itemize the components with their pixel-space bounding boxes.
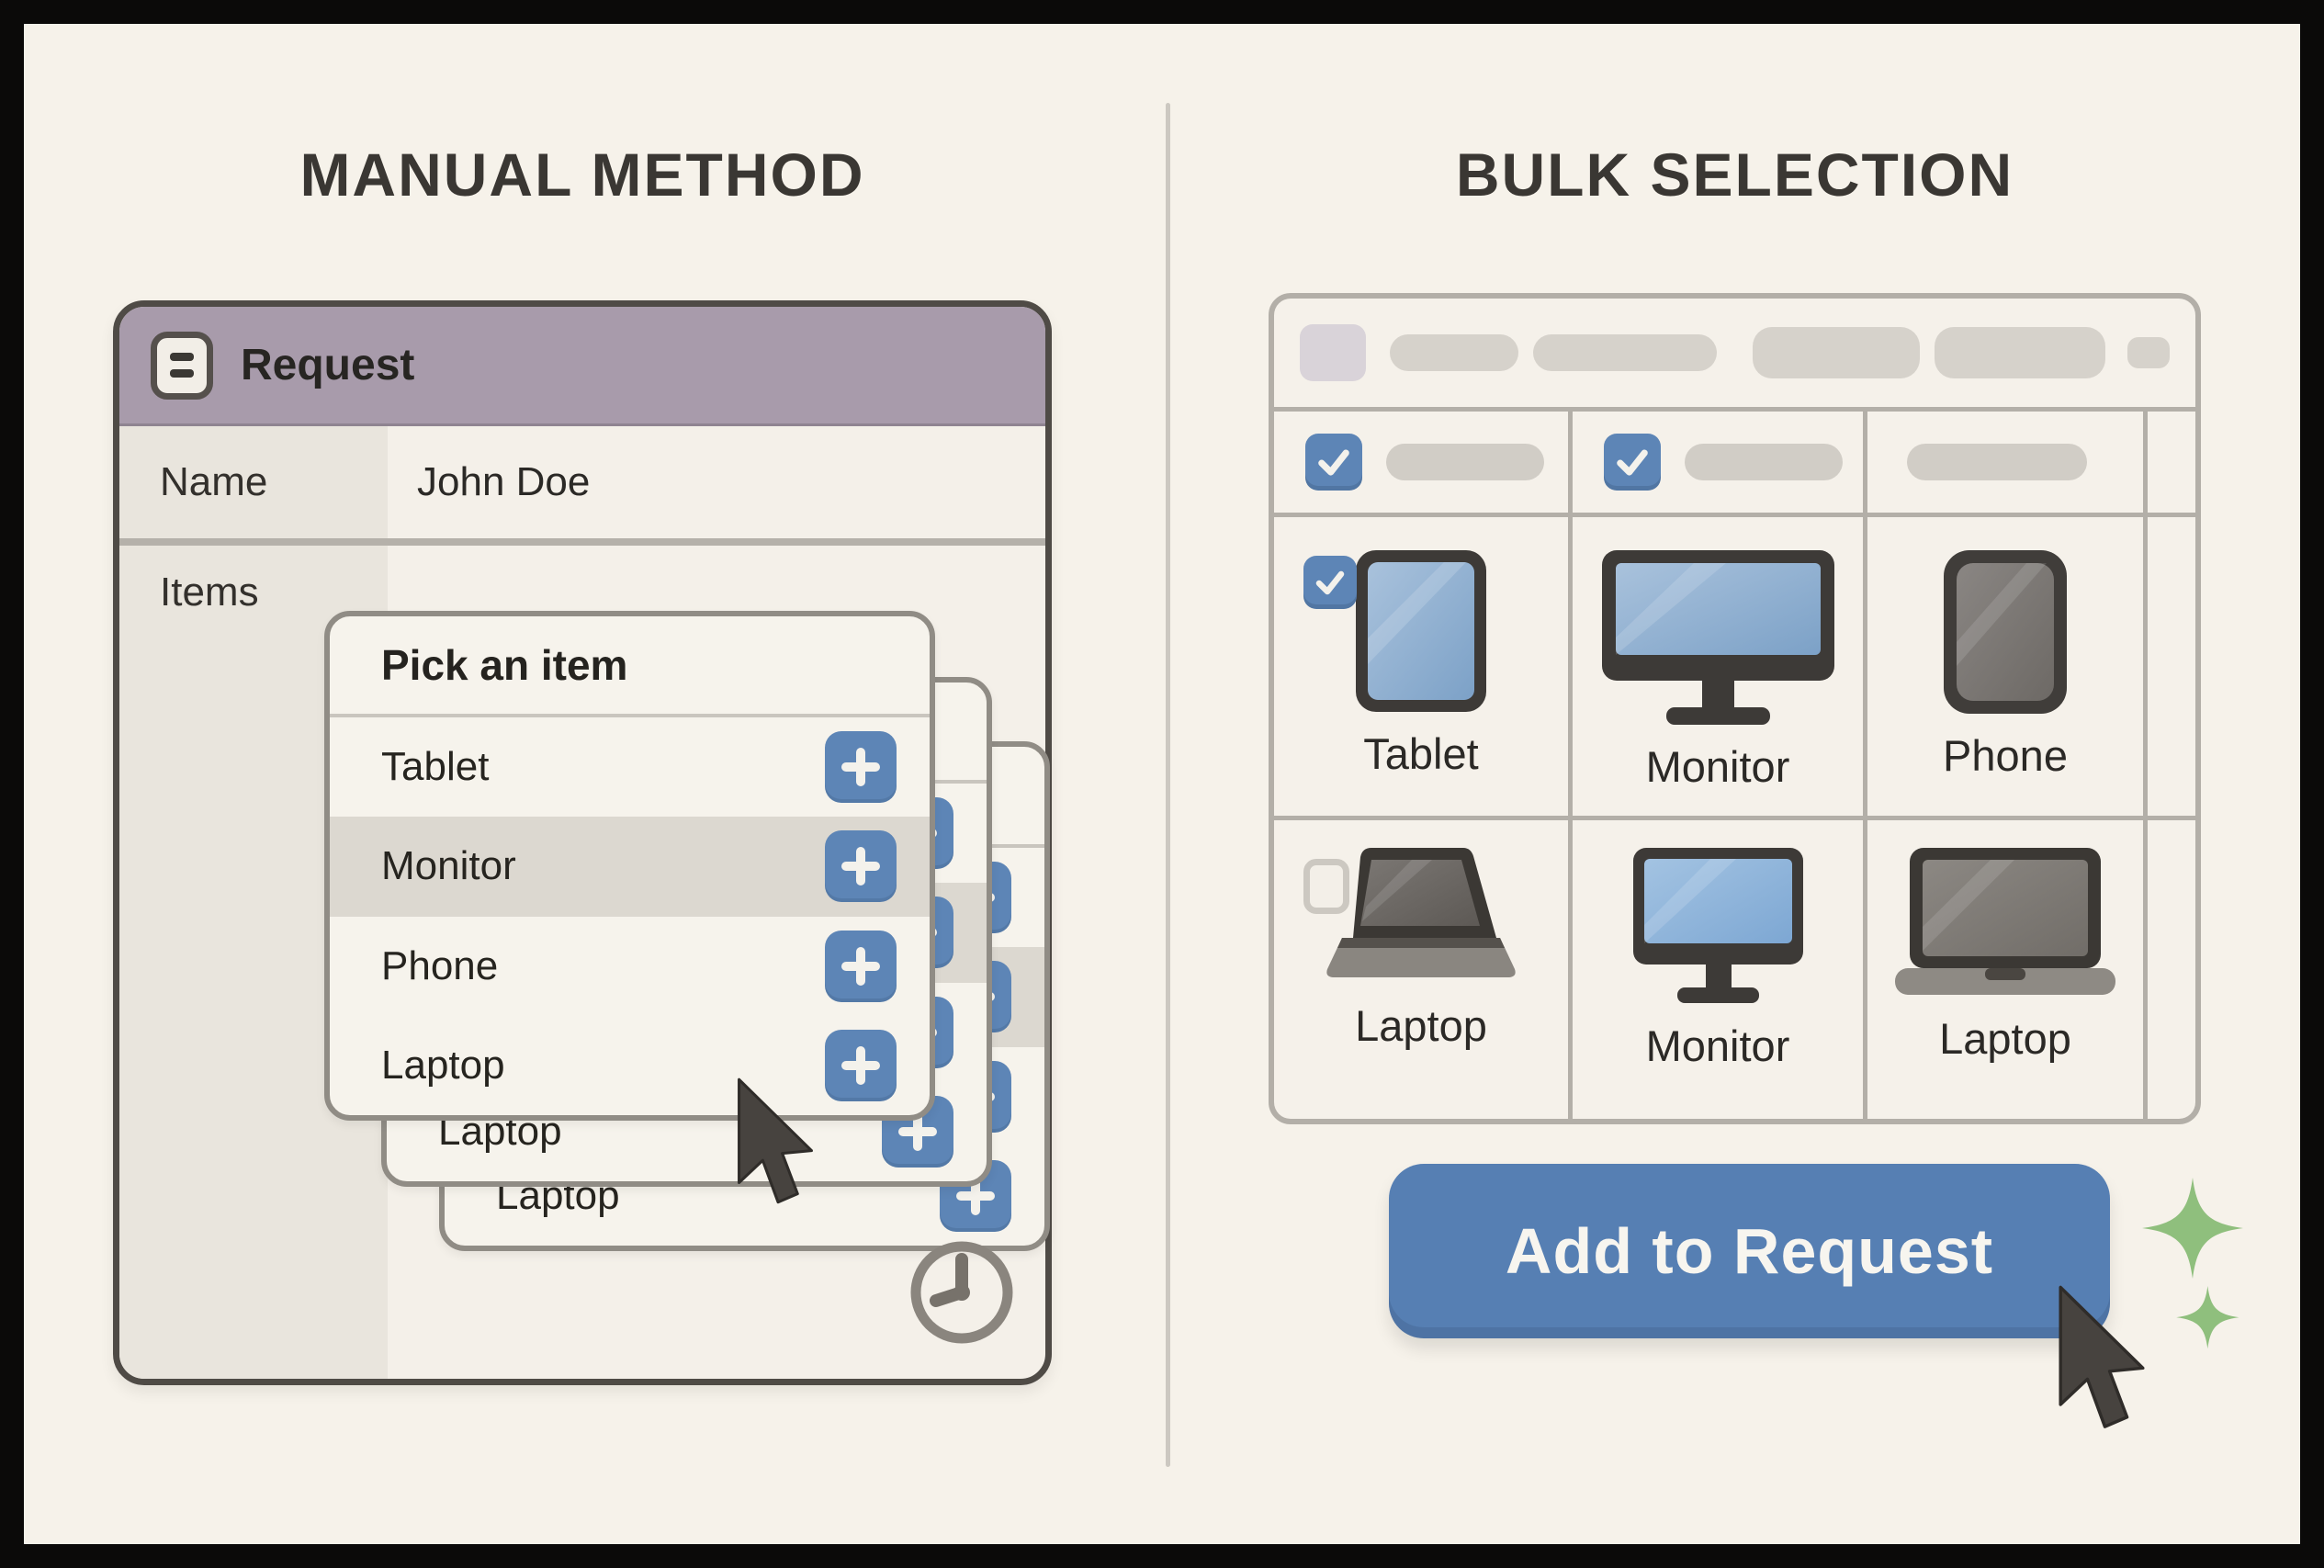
cell-empty bbox=[2148, 517, 2195, 816]
cell-laptop[interactable]: Laptop bbox=[1274, 820, 1568, 1119]
row-divider bbox=[119, 538, 1045, 546]
laptop-front-icon bbox=[1895, 848, 2115, 995]
item-label: Monitor bbox=[1645, 1021, 1790, 1070]
phone-icon bbox=[1944, 550, 2067, 714]
item-label: Monitor bbox=[1645, 742, 1790, 791]
cell-laptop[interactable]: Laptop bbox=[1867, 820, 2143, 1119]
cursor-arrow-icon bbox=[738, 1077, 813, 1204]
column-checkbox[interactable] bbox=[1604, 434, 1661, 491]
card-title: Request bbox=[241, 341, 415, 389]
sparkles-icon bbox=[2142, 1178, 2243, 1349]
cell-phone[interactable]: Phone bbox=[1867, 517, 2143, 816]
title-bulk-selection: BULK SELECTION bbox=[1455, 141, 2014, 209]
placeholder-pill bbox=[2127, 337, 2170, 368]
item-dropdown-panel: Pick an item Tablet Monitor Phone Laptop bbox=[324, 611, 935, 1121]
bulk-table: Tablet Monitor Phone bbox=[1269, 293, 2201, 1124]
select-all-checkbox[interactable] bbox=[1305, 434, 1362, 491]
placeholder-pill bbox=[1685, 444, 1843, 480]
tablet-icon bbox=[1356, 550, 1486, 712]
dropdown-option-tablet[interactable]: Tablet bbox=[330, 717, 930, 817]
header-cell-2 bbox=[1573, 412, 1863, 513]
cell-monitor[interactable]: Monitor bbox=[1573, 517, 1863, 816]
cell-monitor[interactable]: Monitor bbox=[1573, 820, 1863, 1119]
check-icon bbox=[1315, 570, 1345, 595]
cursor-arrow-icon bbox=[2059, 1285, 2145, 1428]
dropdown-placeholder: Pick an item bbox=[330, 616, 930, 717]
dropdown-option-laptop[interactable]: Laptop bbox=[330, 1016, 930, 1115]
header-cell-3 bbox=[1867, 412, 2143, 513]
add-item-button[interactable] bbox=[825, 731, 897, 804]
name-value[interactable]: John Doe bbox=[417, 459, 591, 504]
placeholder-pill bbox=[1753, 327, 1920, 378]
placeholder-pill bbox=[1935, 327, 2105, 378]
header-cell-1 bbox=[1274, 412, 1568, 513]
laptop-side-icon bbox=[1326, 848, 1516, 977]
placeholder-pill bbox=[1300, 324, 1366, 381]
check-icon bbox=[1617, 449, 1648, 476]
monitor-icon bbox=[1601, 550, 1834, 725]
name-field-row: Name John Doe bbox=[119, 426, 1045, 538]
add-to-request-button[interactable]: Add to Request bbox=[1389, 1164, 2110, 1338]
dropdown-option-monitor[interactable]: Monitor bbox=[330, 817, 930, 917]
cell-tablet[interactable]: Tablet bbox=[1274, 517, 1568, 816]
add-item-button[interactable] bbox=[825, 930, 897, 1002]
monitor-icon bbox=[1632, 848, 1803, 1003]
cell-empty bbox=[2148, 820, 2195, 1119]
item-label: Phone bbox=[1943, 731, 2068, 780]
clock-icon bbox=[910, 1241, 1013, 1344]
placeholder-pill bbox=[1390, 334, 1518, 371]
placeholder-pill bbox=[1386, 444, 1544, 480]
header-cell-4 bbox=[2148, 412, 2195, 513]
item-checkbox[interactable] bbox=[1303, 859, 1349, 914]
item-label: Tablet bbox=[1363, 729, 1479, 778]
card-header: Request bbox=[119, 307, 1045, 426]
placeholder-pill bbox=[1907, 444, 2087, 480]
dropdown-option-phone[interactable]: Phone bbox=[330, 917, 930, 1016]
add-item-button[interactable] bbox=[825, 830, 897, 903]
title-manual-method: MANUAL METHOD bbox=[299, 141, 865, 209]
item-label: Laptop bbox=[1939, 1014, 2071, 1063]
table-toolbar bbox=[1274, 299, 2195, 407]
item-label: Laptop bbox=[1355, 1001, 1487, 1050]
section-divider bbox=[1166, 103, 1170, 1467]
form-icon bbox=[151, 331, 213, 400]
check-icon bbox=[1318, 449, 1349, 476]
item-checkbox[interactable] bbox=[1303, 556, 1357, 609]
placeholder-pill bbox=[1533, 334, 1717, 371]
name-label: Name bbox=[119, 426, 388, 538]
add-item-button[interactable] bbox=[825, 1029, 897, 1101]
